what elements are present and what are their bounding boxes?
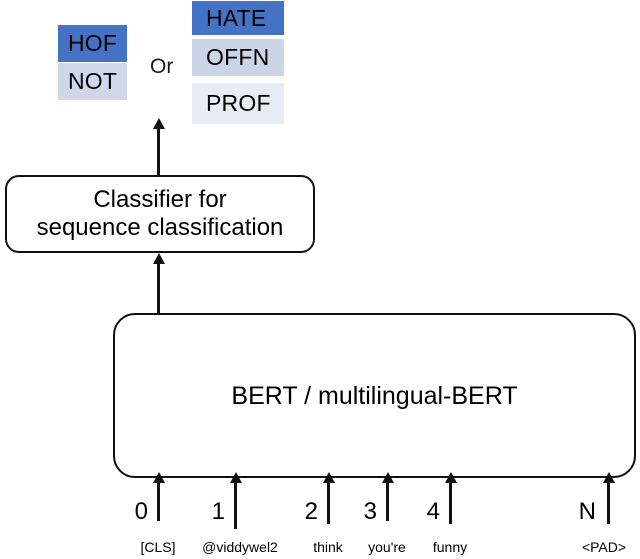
label-chip-hate-text: HATE: [206, 4, 267, 31]
classifier-module-text: Classifier for sequence classification: [37, 186, 284, 243]
arrow-head-icon: [444, 472, 457, 483]
encoder-module-box: BERT / multilingual-BERT: [113, 313, 636, 478]
arrow-shaft: [157, 264, 160, 313]
arrow-token-3-to-encoder: [381, 472, 394, 521]
token-index-3: 3: [363, 498, 377, 525]
classifier-line-2: sequence classification: [36, 214, 284, 241]
label-chip-hof-text: HOF: [68, 30, 118, 56]
arrow-shaft: [157, 483, 160, 521]
token-text-cls: [CLS]: [140, 539, 176, 555]
token-text-youre: you're: [368, 539, 406, 555]
label-chip-hof: HOF: [58, 25, 127, 62]
arrow-shaft: [607, 483, 610, 524]
arrow-shaft: [327, 483, 330, 524]
arrow-token-4-to-encoder: [444, 472, 457, 524]
label-chip-offn: OFFN: [192, 39, 284, 76]
token-index-4: 4: [426, 498, 440, 525]
label-chip-prof-text: PROF: [206, 90, 271, 116]
label-chip-not-text: NOT: [68, 68, 118, 94]
label-chip-not: NOT: [58, 63, 127, 100]
arrow-shaft: [386, 483, 389, 521]
arrow-head-icon: [602, 472, 615, 483]
binary-label-stack: HOF NOT: [58, 25, 127, 100]
arrow-head-icon: [152, 472, 165, 483]
token-text-think: think: [313, 539, 343, 555]
arrow-token-n-to-encoder: [602, 472, 615, 524]
arrow-classifier-to-output: [152, 118, 165, 176]
arrow-shaft: [234, 483, 237, 529]
arrow-head-icon: [152, 253, 165, 264]
arrow-shaft: [449, 483, 452, 524]
arrow-token-2-to-encoder: [322, 472, 335, 524]
arrow-head-icon: [322, 472, 335, 483]
token-index-2: 2: [304, 498, 318, 525]
token-text-pad: <PAD>: [581, 539, 627, 555]
arrow-token-1-to-encoder: [229, 472, 242, 529]
encoder-module-label: BERT / multilingual-BERT: [231, 381, 518, 410]
classifier-line-1: Classifier for: [93, 185, 227, 213]
arrow-head-icon: [381, 472, 394, 483]
token-text-funny: funny: [432, 539, 468, 555]
label-chip-offn-text: OFFN: [206, 44, 270, 70]
multiclass-label-stack: HATE OFFN PROF: [192, 1, 284, 125]
arrow-shaft: [157, 129, 160, 176]
arrow-token-0-to-encoder: [152, 472, 165, 521]
or-connective-label: Or: [150, 55, 174, 78]
token-index-1: 1: [211, 498, 225, 525]
arrow-head-icon: [229, 472, 242, 483]
arrow-head-icon: [152, 118, 165, 129]
arrow-encoder-to-classifier: [152, 253, 165, 313]
label-chip-prof: PROF: [192, 83, 284, 124]
token-text-user: @viddywel2: [202, 539, 278, 555]
classifier-module-box: Classifier for sequence classification: [5, 175, 315, 253]
token-index-n: N: [578, 498, 596, 525]
token-index-0: 0: [134, 498, 148, 525]
label-chip-hate: HATE: [192, 1, 284, 35]
